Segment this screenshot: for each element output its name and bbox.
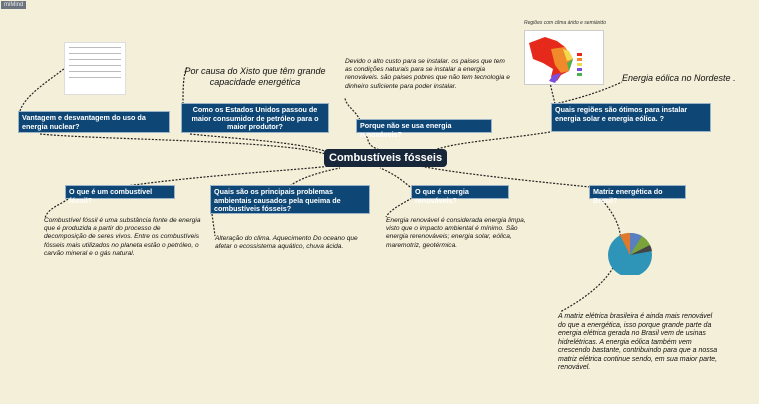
- node-problems[interactable]: Quais são os principais problemas ambien…: [210, 185, 370, 214]
- app-logo: miMind: [1, 1, 27, 9]
- note-devido: Devido o alto custo para se instalar. os…: [345, 58, 510, 90]
- energy-matrix-pie-image[interactable]: [600, 215, 660, 275]
- node-renov-why[interactable]: Porque não se usa energia renováveis?: [356, 119, 492, 138]
- node-matrix[interactable]: Matriz energética do Brasil?: [589, 185, 686, 204]
- note-xisto: Por causa do Xisto que têm grande capaci…: [184, 66, 326, 87]
- note-matrix-ans: A matriz elétrica brasileira é ainda mai…: [558, 313, 718, 371]
- central-topic[interactable]: Combustíveis fósseis: [324, 149, 448, 167]
- brazil-map-icon: [529, 37, 582, 83]
- note-problems-ans: Alteração do clima. Aquecimento Do ocean…: [215, 235, 358, 251]
- node-regions[interactable]: Quais regiões são ótimos para instalar e…: [551, 103, 711, 132]
- note-nordeste: Energia eólica no Nordeste .: [622, 73, 736, 83]
- node-renov-what[interactable]: O que é energia renováveis?: [411, 185, 509, 204]
- nuclear-note-image[interactable]: [64, 42, 126, 95]
- node-usa[interactable]: Como os Estados Unidos passou de maior c…: [181, 103, 329, 133]
- map-caption: Regiões com clima árido e semiárido: [524, 20, 606, 26]
- brazil-climate-map-image[interactable]: [524, 30, 604, 85]
- node-nuclear[interactable]: Vantagem e desvantagem do uso da energia…: [18, 111, 170, 133]
- note-fossil-def: Combustível fóssil é uma substância font…: [44, 217, 201, 257]
- node-fossil[interactable]: O que é um combustível fóssil?: [65, 185, 175, 204]
- note-renov-def: Energia renovável é considerada energia …: [386, 217, 526, 249]
